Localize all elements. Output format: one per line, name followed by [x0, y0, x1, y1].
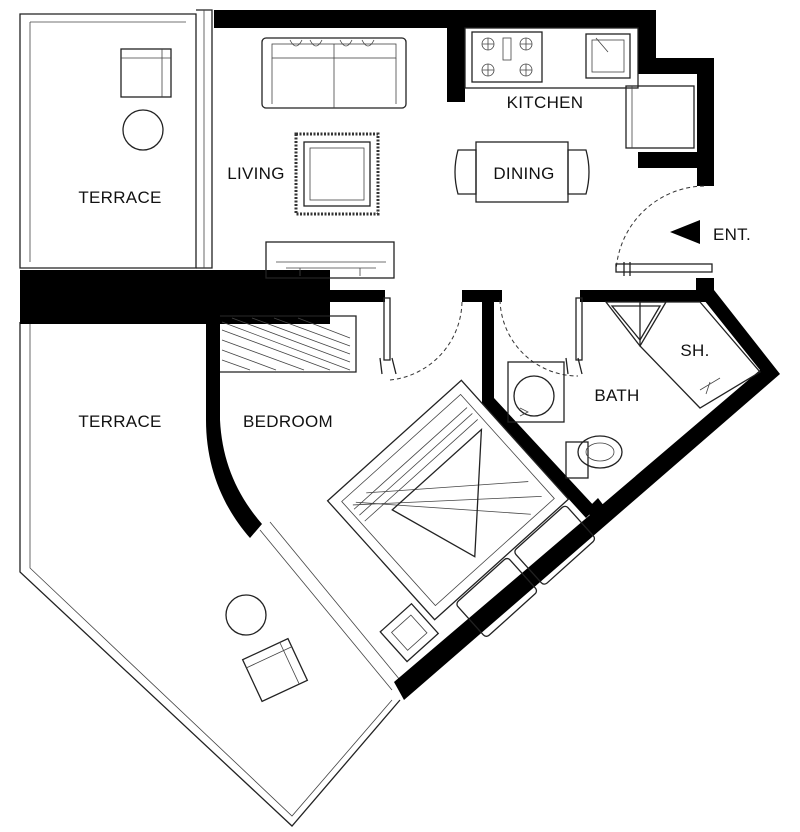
walls — [20, 10, 780, 700]
nightstand-icon — [379, 602, 440, 663]
bed-icon — [326, 379, 596, 637]
kitchen-fixtures — [464, 27, 695, 149]
bedroom-door — [379, 297, 463, 381]
rug-icon — [294, 132, 380, 216]
living-label: LIVING — [227, 164, 285, 183]
dining-chair-icon — [567, 149, 590, 195]
bedroom-furniture — [220, 315, 596, 663]
terrace-bottom-area — [19, 322, 401, 827]
hatched-area — [220, 315, 357, 373]
shower-label: SH. — [680, 341, 709, 360]
kitchen-label: KITCHEN — [507, 93, 584, 112]
round-table-icon — [122, 109, 164, 151]
round-table-icon — [225, 594, 267, 636]
dining-chair-icon — [454, 149, 477, 195]
dining-label: DINING — [493, 164, 554, 183]
chair-icon — [120, 48, 172, 98]
fridge-icon — [625, 85, 695, 149]
tv-console-icon — [265, 241, 395, 279]
bedroom-label: BEDROOM — [243, 412, 333, 431]
pillow-icon — [456, 557, 538, 637]
sink-icon — [585, 33, 631, 79]
terrace-top-area — [19, 9, 213, 269]
washbasin-icon — [507, 361, 565, 423]
bath-fixtures — [507, 301, 761, 479]
sofa-icon — [261, 37, 407, 109]
dining-furniture — [454, 141, 590, 203]
toilet-icon — [565, 435, 623, 479]
stove-icon — [471, 31, 543, 83]
bath-label: BATH — [594, 386, 639, 405]
bath-door — [499, 297, 583, 377]
chair-icon — [241, 637, 309, 703]
terrace-bottom-label: TERRACE — [78, 412, 161, 431]
pillow-icon — [514, 505, 596, 585]
triangle-left-icon — [670, 220, 700, 244]
living-furniture — [261, 37, 407, 279]
shower-enclosure — [604, 301, 761, 409]
entrance-label: ENT. — [713, 225, 751, 244]
entrance-door — [615, 185, 713, 276]
terrace-top-label: TERRACE — [78, 188, 161, 207]
